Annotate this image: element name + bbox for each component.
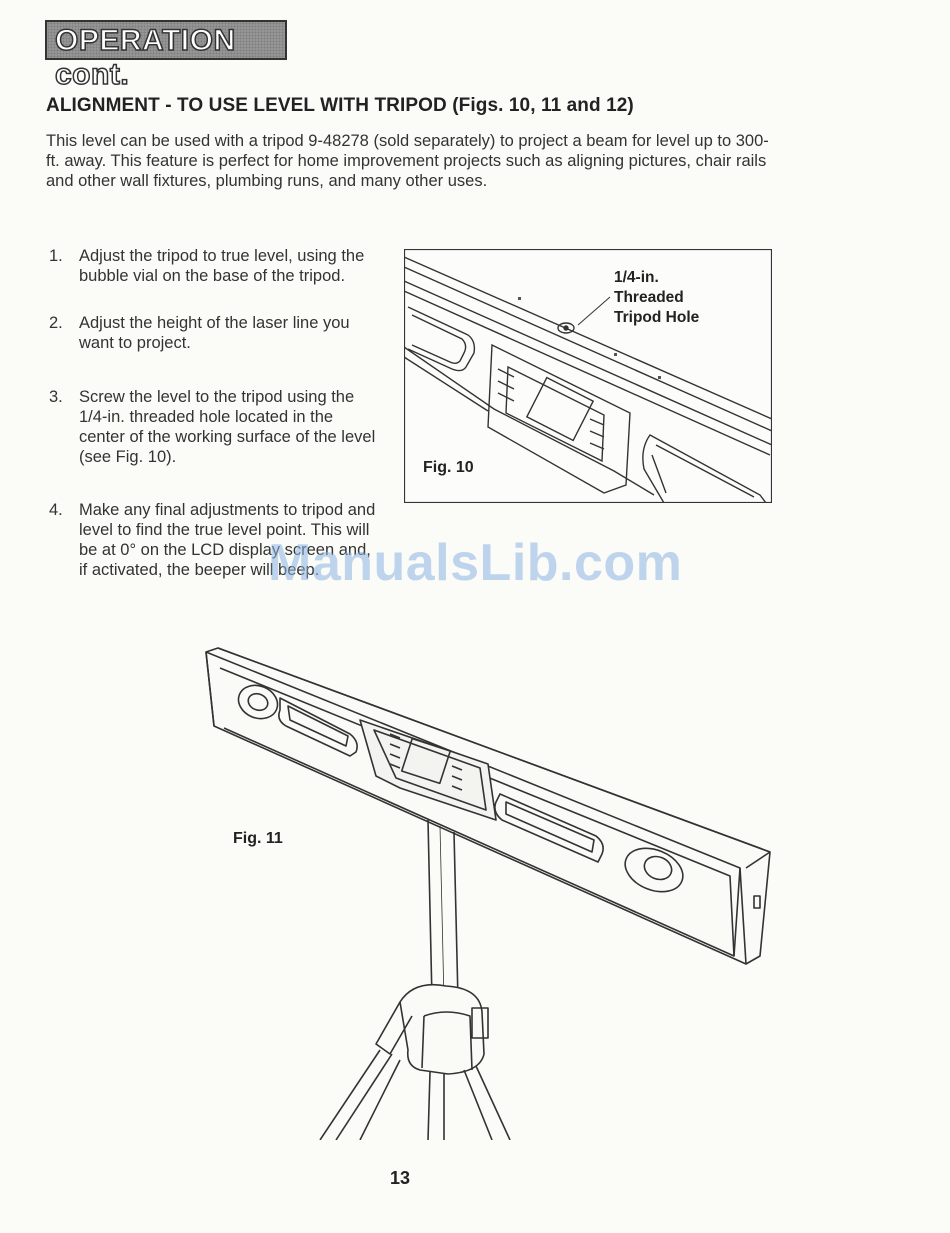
- step-text: Adjust the height of the laser line you …: [79, 314, 350, 352]
- figure-10-label: Fig. 10: [423, 459, 474, 476]
- step-text: Screw the level to the tripod using the …: [79, 388, 376, 466]
- step-number: 3.: [49, 388, 63, 406]
- figure-11-label: Fig. 11: [233, 830, 283, 847]
- step-number: 1.: [49, 247, 63, 265]
- step-number: 2.: [49, 314, 63, 332]
- section-header-badge: OPERATION cont.: [45, 20, 287, 92]
- figure-11-illustration: [205, 647, 771, 1140]
- page-number: 13: [390, 1168, 411, 1188]
- callout-line: Tripod Hole: [614, 309, 700, 326]
- watermark: ManualsLib.com: [268, 534, 683, 592]
- callout-line: Threaded: [614, 289, 684, 306]
- step-text: Adjust the tripod to true level, using t…: [79, 247, 365, 285]
- tripod-hole-callout: 1/4-in. Threaded Tripod Hole: [614, 268, 699, 328]
- intro-paragraph: This level can be used with a tripod 9-4…: [46, 132, 769, 190]
- section-heading: ALIGNMENT - TO USE LEVEL WITH TRIPOD (Fi…: [46, 95, 634, 116]
- callout-line: 1/4-in.: [614, 269, 659, 286]
- figure-10-illustration: [404, 249, 772, 503]
- step-text: Make any final adjustments to tripod and…: [79, 501, 376, 579]
- section-header-text: OPERATION cont.: [54, 23, 236, 92]
- step-number: 4.: [49, 501, 63, 519]
